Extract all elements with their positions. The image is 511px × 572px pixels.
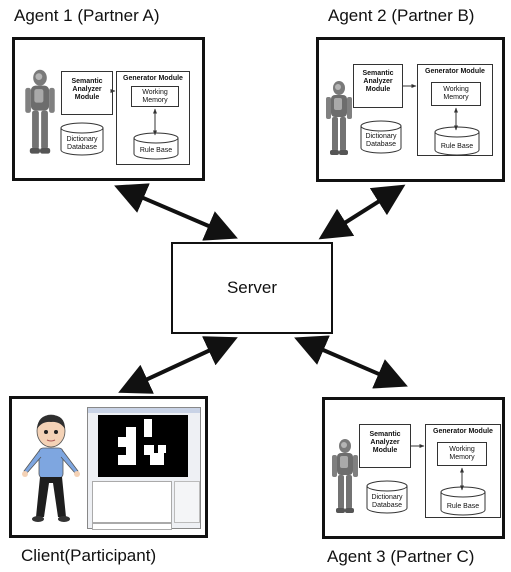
rule-base-label: Rule Base [440, 143, 474, 150]
rule-base-label: Rule Base [446, 503, 480, 510]
rule-base-cylinder [434, 126, 480, 156]
agent3-panel: Semantic Analyzer Module Generator Modul… [322, 397, 505, 539]
client-app-window [87, 407, 201, 530]
working-memory-label: Working Memory [142, 89, 168, 104]
module-connectors [403, 84, 458, 131]
agent2-title: Agent 2 (Partner B) [328, 6, 475, 25]
arrow-client-server [118, 336, 238, 394]
working-memory-box [431, 82, 481, 106]
server-label: Server [226, 278, 278, 297]
working-memory-box [437, 442, 487, 466]
module-connectors [110, 89, 157, 136]
generator-module-label: Generator Module [433, 428, 493, 435]
dictionary-database-cylinder [360, 120, 402, 154]
agent3-title: Agent 3 (Partner C) [327, 547, 475, 566]
semantic-analyzer-box [353, 64, 403, 108]
generator-module-label: Generator Module [123, 75, 183, 82]
agent1-panel: Semantic Analyzer Module Generator Modul… [12, 37, 205, 181]
semantic-analyzer-label: Semantic Analyzer Module [362, 70, 394, 93]
rule-base-cylinder [133, 132, 179, 160]
dictionary-database-label: Dictionary Database [365, 133, 397, 148]
client-title: Client(Participant) [21, 546, 157, 565]
working-memory-label: Working Memory [443, 86, 469, 101]
rule-base-label: Rule Base [139, 147, 173, 154]
message-input [92, 523, 172, 530]
participant-avatar-icon [22, 414, 80, 522]
arrow-agent3-server [294, 335, 408, 389]
client-panel [9, 396, 208, 538]
puzzle-pieces [118, 419, 166, 465]
dictionary-database-cylinder [366, 480, 408, 514]
arrow-agent1-server [114, 183, 238, 241]
module-connectors [411, 444, 464, 491]
generator-module-label: Generator Module [425, 68, 485, 75]
dictionary-database-label: Dictionary Database [371, 494, 403, 509]
semantic-analyzer-box [359, 424, 411, 468]
board-display [98, 415, 188, 477]
server-box: Server [171, 242, 333, 334]
working-memory-label: Working Memory [449, 446, 475, 461]
dictionary-database-cylinder [60, 122, 104, 156]
arrow-agent2-server [318, 184, 406, 240]
semantic-analyzer-box [61, 71, 113, 115]
agent1-title: Agent 1 (Partner A) [14, 6, 160, 25]
semantic-analyzer-label: Semantic Analyzer Module [369, 431, 401, 454]
window-titlebar [88, 408, 200, 413]
dictionary-database-label: Dictionary Database [66, 136, 98, 151]
side-panel [174, 481, 200, 523]
working-memory-box [131, 86, 179, 107]
agent2-panel: Semantic Analyzer Module Generator Modul… [316, 37, 505, 182]
semantic-analyzer-label: Semantic Analyzer Module [71, 78, 103, 101]
chat-log [92, 481, 172, 523]
